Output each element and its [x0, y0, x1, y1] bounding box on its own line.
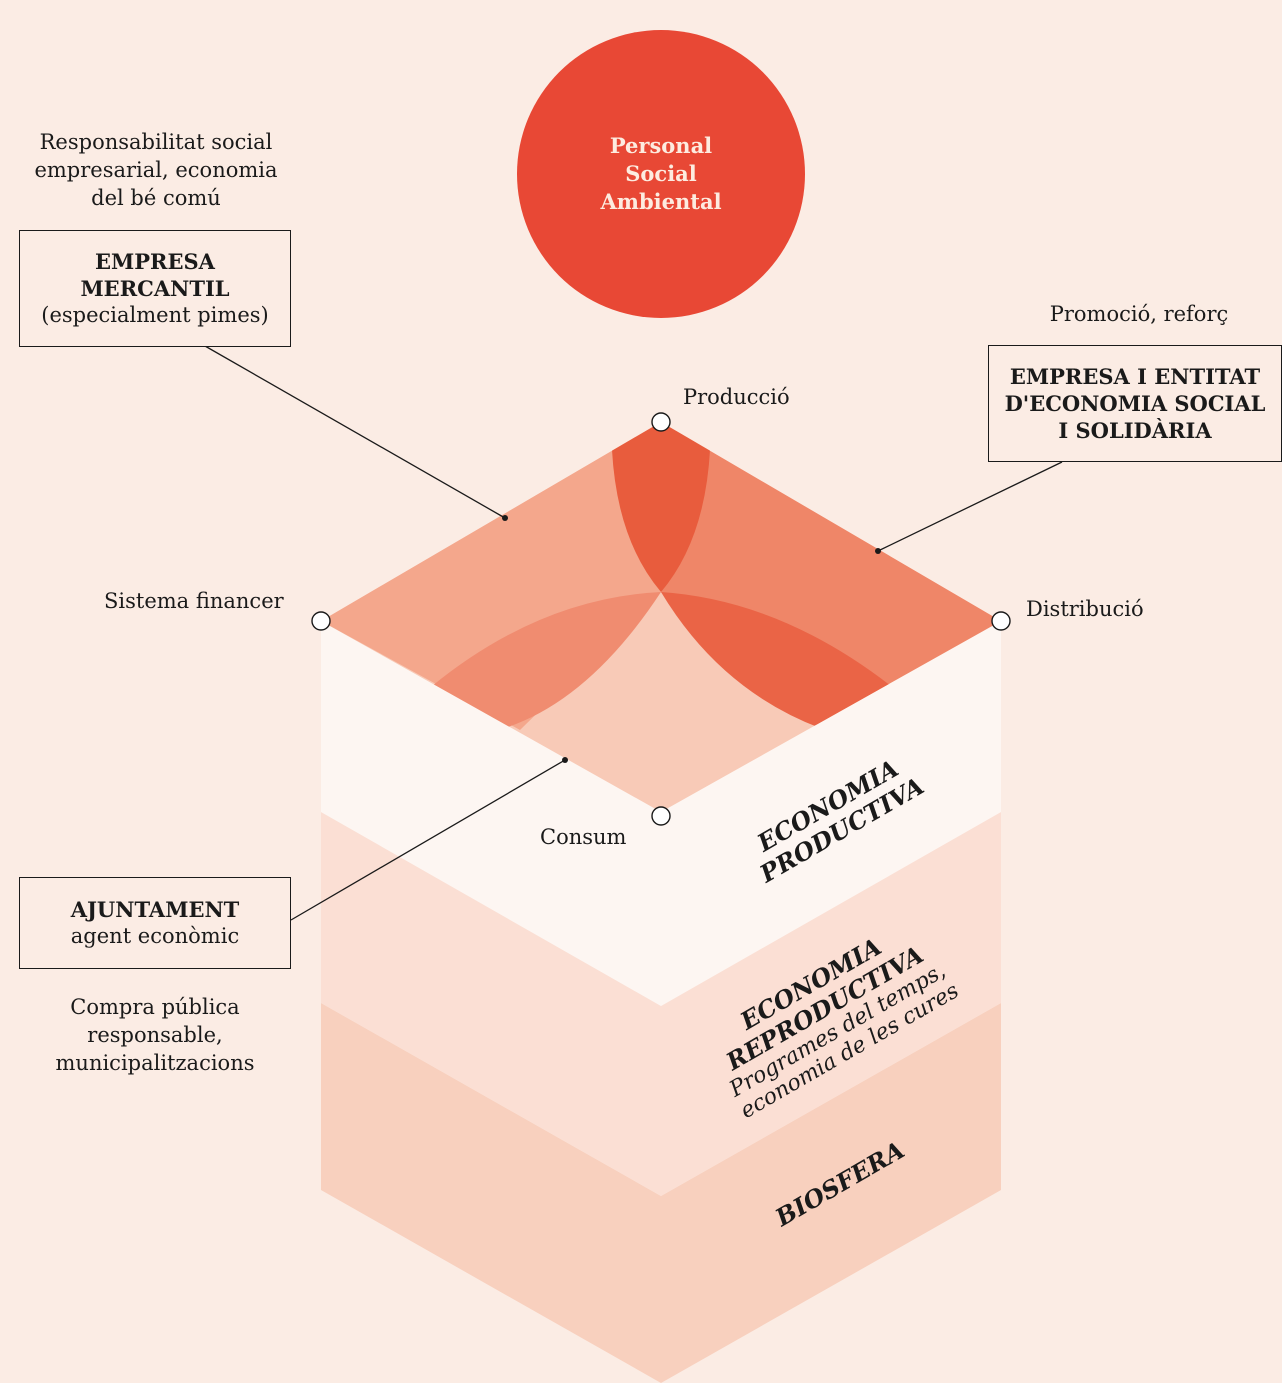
vertex-label-distribucio: Distribució: [1026, 597, 1144, 621]
empresa-mercantil-box: EMPRESA MERCANTIL (especialment pimes): [19, 230, 291, 347]
ajuntament-title: AJUNTAMENT: [70, 897, 240, 922]
lens-produccio: [612, 422, 710, 592]
circle-line-social: Social: [625, 161, 697, 186]
empresa-ess-title-1: EMPRESA I ENTITAT: [1009, 364, 1261, 389]
empresa-ess-box: EMPRESA I ENTITAT D'ECONOMIA SOCIAL I SO…: [988, 345, 1282, 462]
empresa-ess-caption: Promoció, reforç: [1049, 302, 1229, 326]
vertex-label-consum: Consum: [540, 825, 627, 849]
vertex-sistema-financer-marker: [311, 611, 331, 631]
circle-line-personal: Personal: [609, 133, 713, 158]
connector-empresa-ess: [877, 461, 1063, 552]
empresa-mercantil-title-1: EMPRESA: [95, 249, 215, 274]
lens-consum-left: [432, 592, 661, 728]
vertex-label-sistema-financer: Sistema financer: [104, 589, 284, 613]
vertex-label-produccio: Producció: [683, 385, 790, 409]
ajuntament-caption: Compra pública responsable, municipalitz…: [55, 995, 255, 1075]
connector-ajuntament: [290, 759, 566, 921]
vertex-produccio-marker: [651, 412, 671, 432]
ajuntament-box: AJUNTAMENT agent econòmic: [19, 877, 291, 969]
empresa-ess-title-3: I SOLIDÀRIA: [1058, 418, 1212, 443]
biosfera-layer: [321, 1003, 1001, 1383]
connector-dot: [875, 548, 881, 554]
circle-line-ambiental: Ambiental: [600, 189, 722, 214]
ajuntament-subtitle: agent econòmic: [70, 924, 240, 948]
dimensions-circle: Personal Social Ambiental: [517, 30, 805, 318]
empresa-mercantil-subtitle: (especialment pimes): [41, 303, 269, 327]
empresa-mercantil-title-2: MERCANTIL: [80, 276, 230, 301]
connector-dot: [502, 515, 508, 521]
connector-empresa-mercantil: [204, 345, 506, 519]
vertex-distribucio-marker: [991, 611, 1011, 631]
reproductiva-layer: [321, 812, 1001, 1196]
lens-consum-right: [661, 592, 891, 728]
empresa-mercantil-caption: Responsabilitat social empresarial, econ…: [34, 130, 278, 210]
connector-dot: [562, 757, 568, 763]
vertex-consum-marker: [651, 806, 671, 826]
empresa-ess-title-2: D'ECONOMIA SOCIAL: [1004, 391, 1266, 416]
